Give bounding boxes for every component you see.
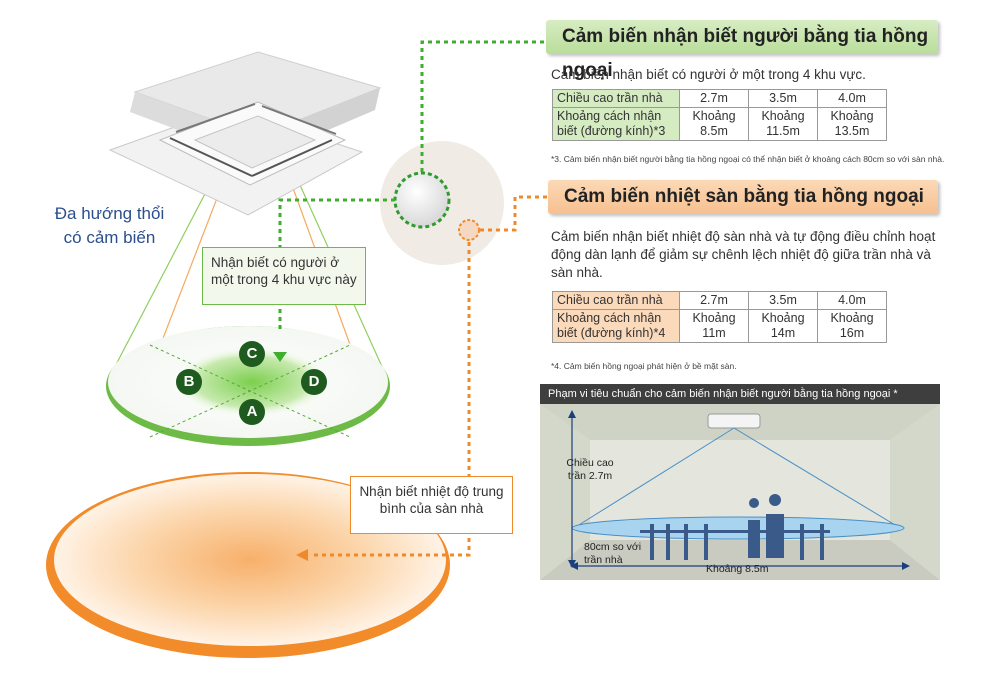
floor-footnote: *4. Cảm biến hồng ngoại phát hiện ở bề m…: [551, 361, 737, 371]
presence-spec-table: Chiều cao trần nhà 2.7m 3.5m 4.0m Khoảng…: [552, 89, 887, 141]
presence-callout: Nhận biết có người ở một trong 4 khu vực…: [202, 247, 366, 305]
zone-a-badge: A: [239, 399, 265, 425]
unit-label: Đa hướng thổi có cảm biến: [42, 202, 177, 250]
ceiling-cassette-unit: [108, 51, 382, 216]
distance-label: Khoảng 8.5m: [706, 563, 769, 575]
floor-callout: Nhận biết nhiệt độ trung bình của sàn nh…: [350, 476, 513, 534]
table-cell: 3.5m: [748, 291, 818, 310]
table-cell: 2.7m: [679, 89, 749, 108]
table-cell: Khoảng 14m: [748, 309, 818, 343]
floor-sensor-title: Cảm biến nhiệt sàn bằng tia hồng ngoại: [548, 180, 938, 214]
table-row-header: Chiều cao trần nhà: [552, 291, 680, 310]
table-cell: 4.0m: [817, 291, 887, 310]
floor-spec-table: Chiều cao trần nhà 2.7m 3.5m 4.0m Khoảng…: [552, 291, 887, 343]
unit-label-line2: có cảm biến: [63, 228, 156, 247]
presence-sensor-title: Cảm biến nhận biết người bằng tia hồng n…: [546, 20, 938, 81]
ceiling-height-label: Chiều cao trần 2.7m: [566, 457, 614, 482]
table-row-header: Khoảng cách nhận biết (đường kính)*3: [552, 107, 680, 141]
table-row: Chiều cao trần nhà 2.7m 3.5m 4.0m: [552, 89, 887, 108]
presence-footnote: *3. Cảm biến nhận biết người bằng tia hồ…: [551, 154, 945, 164]
floor-temperature-area: [46, 472, 450, 658]
presence-detection-area: [106, 326, 390, 446]
room-illustration-title: Phạm vi tiêu chuẩn cho cảm biến nhận biế…: [540, 384, 940, 404]
room-illustration: [540, 404, 940, 580]
presence-sensor-description: Cảm biến nhận biết có người ở một trong …: [551, 67, 866, 82]
zone-b-badge: B: [176, 369, 202, 395]
table-cell: Khoảng 11m: [679, 309, 749, 343]
sensor-closeup: [380, 141, 504, 265]
table-cell: Khoảng 13.5m: [817, 107, 887, 141]
table-row: Khoảng cách nhận biết (đường kính)*4 Kho…: [552, 309, 887, 343]
table-row-header: Khoảng cách nhận biết (đường kính)*4: [552, 309, 680, 343]
table-cell: Khoảng 11.5m: [748, 107, 818, 141]
unit-label-line1: Đa hướng thổi: [54, 204, 165, 223]
table-row: Chiều cao trần nhà 2.7m 3.5m 4.0m: [552, 291, 887, 310]
table-cell: 3.5m: [748, 89, 818, 108]
presence-callout-text: Nhận biết có người ở một trong 4 khu vực…: [211, 255, 357, 287]
table-cell: 4.0m: [817, 89, 887, 108]
zone-c-badge: C: [239, 341, 265, 367]
floor-connector: [296, 195, 548, 561]
table-row: Khoảng cách nhận biết (đường kính)*3 Kho…: [552, 107, 887, 141]
table-row-header: Chiều cao trần nhà: [552, 89, 680, 108]
floor-sensor-description: Cảm biến nhận biết nhiệt độ sàn nhà và t…: [551, 229, 936, 280]
floor-callout-text: Nhận biết nhiệt độ trung bình của sàn nh…: [359, 484, 504, 516]
table-cell: Khoảng 16m: [817, 309, 887, 343]
offset-label: 80cm so với trần nhà: [584, 541, 642, 566]
table-cell: Khoảng 8.5m: [679, 107, 749, 141]
table-cell: 2.7m: [679, 291, 749, 310]
zone-d-badge: D: [301, 369, 327, 395]
